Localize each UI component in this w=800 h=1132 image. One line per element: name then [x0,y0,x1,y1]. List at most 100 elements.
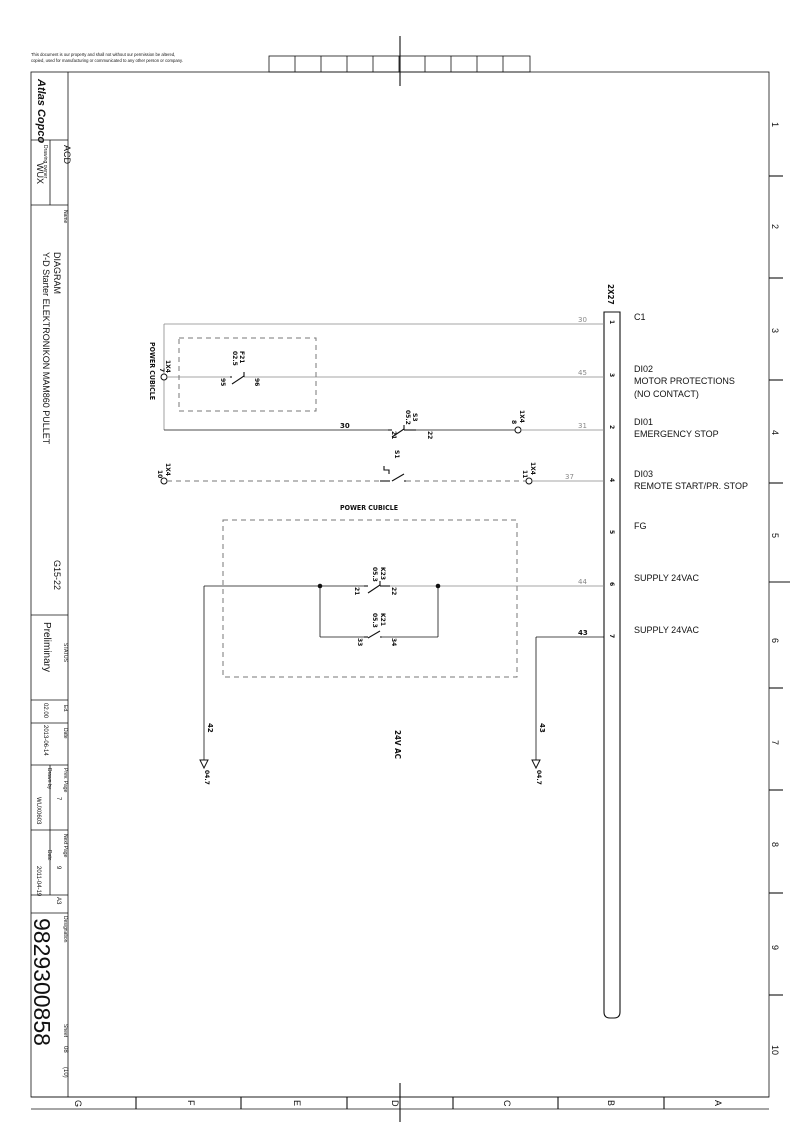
terminal-1x4-10-pin: 10 [156,470,163,478]
k21-contact [364,630,382,639]
signal-c1: C1 [634,312,646,322]
drawn-by-label: Drawn by [46,768,52,790]
signal-di03-desc: REMOTE START/PR. STOP [634,481,748,491]
row-number-7: 7 [770,740,780,745]
col-letter-f: F [186,1100,196,1106]
col-letter-c: C [502,1100,512,1107]
next-page-label: Next Page [62,834,68,858]
wire-label-31: 31 [578,422,587,430]
k23-ref: 05.3 [371,567,378,582]
name-label: Name [62,210,68,224]
signal-di02: DI02 [634,364,653,374]
terminal-1x4-11 [525,477,533,485]
row-number-2: 2 [770,224,780,229]
k21-label: K21 [379,613,386,626]
title-line-2: Y-D Starter ELEKTRONIKON MAM860 PULLET [41,252,51,445]
s3-label: S3 [411,413,418,422]
title-line-1: DIAGRAM [52,252,62,294]
date2-value: 2011-04-19 [35,866,41,897]
signal-di01-desc: EMERGENCY STOP [634,429,719,439]
ref-left-label: 04.7 [203,770,210,785]
row-ticks [769,175,783,996]
row-number-4: 4 [770,430,780,435]
status-label: STATUS [62,643,68,663]
k21-pin-34: 34 [390,638,397,646]
row-number-1: 1 [770,122,780,127]
power-cubicle-mid-label: POWER CUBICLE [340,504,398,512]
s3-contact [388,425,416,438]
atlas-copco-logo: Atlas Copco [35,78,47,143]
signal-di02-desc: MOTOR PROTECTIONS [634,376,735,386]
terminal-1x4-7-label: 1X4 [164,360,171,373]
terminal-1x4-7-pin: 7 [158,368,165,372]
wire-label-43: 43 [578,629,588,637]
acd-text: ACD [62,145,72,165]
s3-pin-21: 21 [390,431,397,439]
ed-label: Ed. [62,705,68,713]
terminal-1x4-7 [160,373,168,381]
terminal-1x4-11-label: 1X4 [529,462,536,475]
drawing-frame [30,71,770,1098]
connector-name: 2X27 [606,284,615,305]
wire-label-42: 42 [206,723,214,733]
row-number-10: 10 [770,1045,780,1055]
f21-label: F21 [238,351,245,363]
f21-pin-96: 96 [253,378,260,386]
ref-right-label: 04.7 [535,770,542,785]
prev-page-label: Prev. Page [62,768,68,793]
pin-6: 6 [608,582,615,586]
pin-5: 5 [608,530,615,534]
ac24-label: 24V AC [393,730,402,759]
ref-arrow-left [199,759,209,770]
ed-value: 02.00 [42,703,48,719]
connector-2x27: 2X27 1 3 2 4 5 6 7 [603,284,621,1019]
model-text: G15-22 [52,560,62,590]
drawing-owner-label: Drawing owner [42,145,48,179]
terminal-1x4-8 [514,426,522,434]
power-cubicle-left-label: POWER CUBICLE [148,342,156,400]
power-cubicle-box [222,519,518,678]
s3-ref: 05.2 [404,410,411,425]
s1-label: S1 [393,450,400,459]
f21-contact [230,372,245,385]
k21-ref: 05.3 [371,613,378,628]
signal-di01: DI01 [634,417,653,427]
row-number-9: 9 [770,945,780,950]
pin-4: 4 [608,478,615,482]
signal-di02-note: (NO CONTACT) [634,389,699,399]
drawing-owner-value: WUX [35,163,45,184]
row-number-3: 3 [770,328,780,333]
k21-pin-33: 33 [356,638,363,646]
col-letter-d: D [390,1100,400,1107]
sheet-total: (10) [62,1067,68,1078]
notice-line-2: copied, used for manufacturing or commun… [31,58,183,63]
signal-supply-1: SUPPLY 24VAC [634,573,700,583]
notice-line-1: This document is our property and shall … [31,52,175,57]
k23-pin-21: 21 [353,587,360,595]
k23-contact [364,581,390,594]
pin-3: 3 [608,373,615,377]
date-label: Date [62,728,68,739]
signal-fg: FG [634,521,647,531]
column-ticks [135,1097,665,1109]
s3-pin-22: 22 [426,431,433,439]
terminal-1x4-10-label: 1X4 [164,463,171,476]
k23-label: K23 [379,567,386,580]
s1-switch [380,466,406,482]
pin-1: 1 [608,320,615,324]
row-number-8: 8 [770,842,780,847]
terminal-1x4-8-label: 1X4 [518,410,525,423]
wire-label-37: 37 [565,473,574,481]
row-number-5: 5 [770,533,780,538]
pin-2: 2 [608,425,615,429]
prev-page-value: 7 [55,797,61,801]
drawn-by-value: WUX0603 [35,797,41,825]
wire-label-43b: 43 [538,723,546,733]
col-letter-b: B [606,1100,616,1106]
date-value: 2013-06-14 [42,725,48,756]
col-letter-a: A [713,1100,723,1106]
designation-number: 9829300858 [29,918,55,1046]
k23-pin-22: 22 [390,587,397,595]
wire-label-30a: 30 [578,316,587,324]
